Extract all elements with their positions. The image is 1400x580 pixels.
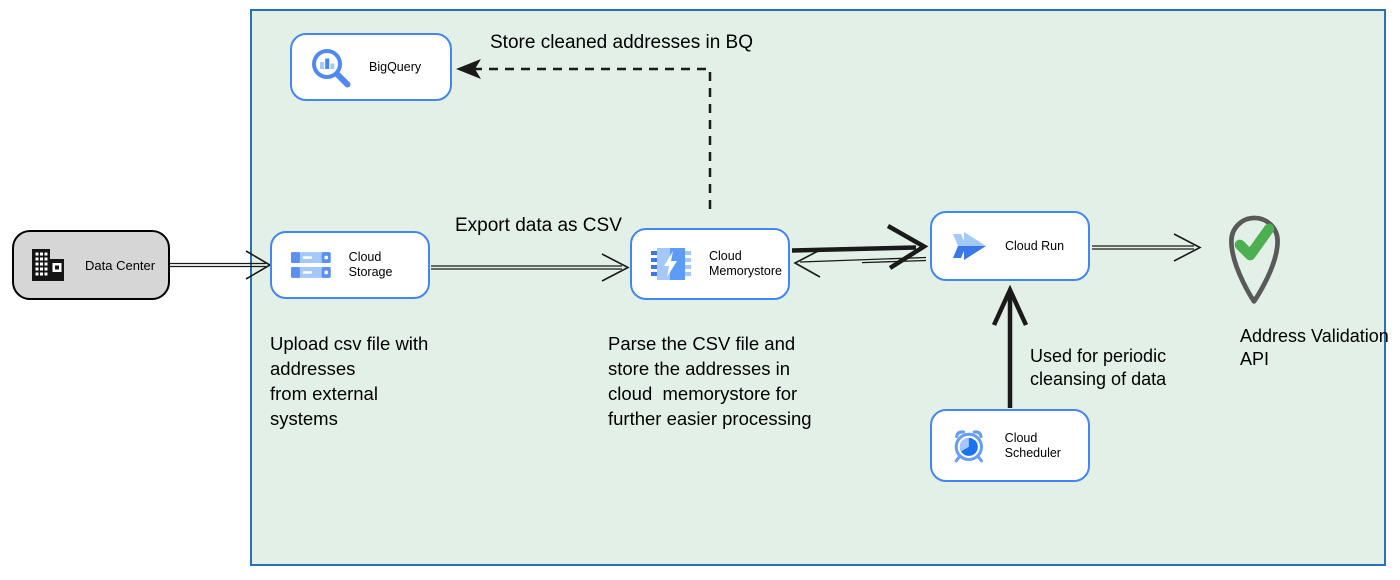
note-parse-csv: Parse the CSV file and store the address… bbox=[608, 333, 812, 429]
cloud-run-arrow-icon bbox=[953, 232, 986, 260]
map-pin-check-icon[interactable] bbox=[1221, 209, 1287, 307]
node-cloud-memorystore[interactable]: Cloud Memorystore bbox=[630, 228, 790, 300]
label-store-cleaned-addresses: Store cleaned addresses in BQ bbox=[490, 32, 753, 53]
node-cloud-storage[interactable]: Cloud Storage bbox=[270, 231, 430, 299]
note-upload-csv: Upload csv file with addresses from exte… bbox=[270, 333, 429, 429]
node-label: Cloud Storage bbox=[348, 250, 393, 279]
node-label: Cloud Memorystore bbox=[709, 249, 782, 278]
memorystore-chip-icon bbox=[651, 248, 691, 280]
gcp-boundary-region bbox=[250, 9, 1386, 566]
node-label: Data Center bbox=[85, 257, 156, 273]
node-cloud-run[interactable]: Cloud Run bbox=[930, 211, 1090, 281]
node-label: Cloud Run bbox=[1005, 238, 1065, 253]
cloud-storage-icon bbox=[290, 252, 331, 278]
bigquery-magnifier-icon bbox=[312, 49, 351, 88]
node-label: BigQuery bbox=[369, 59, 422, 74]
note-periodic-cleansing: Used for periodic cleansing of data bbox=[1030, 346, 1167, 389]
building-icon bbox=[32, 249, 64, 281]
label-export-data-csv: Export data as CSV bbox=[455, 215, 622, 236]
label-address-validation-api: Address Validation API bbox=[1240, 326, 1389, 369]
node-cloud-scheduler[interactable]: Cloud Scheduler bbox=[930, 409, 1090, 482]
alarm-clock-icon bbox=[954, 429, 983, 462]
node-bigquery[interactable]: BigQuery bbox=[290, 33, 452, 101]
node-data-center[interactable]: Data Center bbox=[12, 230, 170, 300]
node-label: Cloud Scheduler bbox=[1004, 430, 1061, 460]
